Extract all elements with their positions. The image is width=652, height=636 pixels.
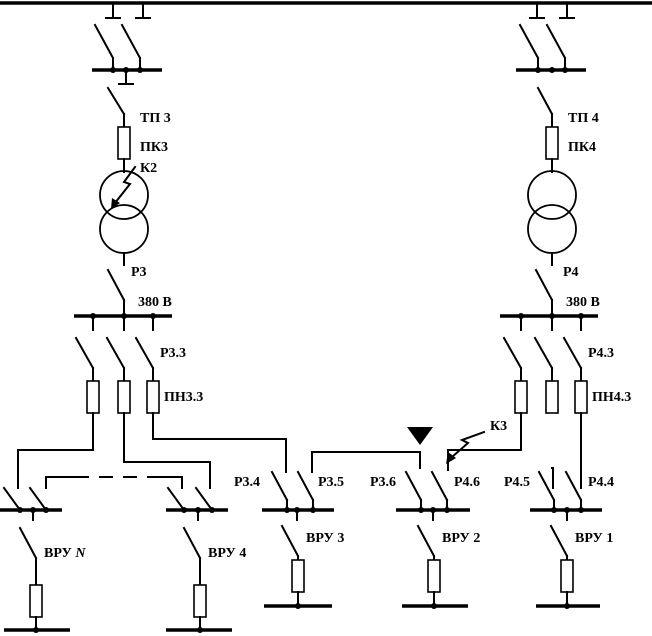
label-vru-n: ВРУ N [44, 546, 86, 561]
tp4-transformer-branch [527, 86, 577, 317]
label-p3-4: Р3.4 [234, 475, 260, 490]
label-380v-right: 380 В [566, 295, 600, 310]
tp4-hv-switchgear [516, 23, 586, 73]
label-vru-3: ВРУ 3 [306, 531, 344, 546]
right-380v-bus [500, 313, 598, 489]
label-vru-1: ВРУ 1 [575, 531, 613, 546]
label-vru-2: ВРУ 2 [442, 531, 480, 546]
label-pn4-3: ПН4.3 [592, 390, 631, 405]
label-vru-4: ВРУ 4 [208, 546, 246, 561]
vru-3-unit [262, 470, 334, 609]
fault-k3-lightning-icon [450, 430, 486, 459]
vru-1-unit [530, 470, 602, 609]
label-380v-left: 380 В [138, 295, 172, 310]
label-p4-3: Р4.3 [588, 346, 614, 361]
label-p4-5: Р4.5 [504, 475, 530, 490]
label-tp4: ТП 4 [568, 111, 599, 126]
fault-k2-lightning-icon [113, 165, 137, 205]
label-p3-5: Р3.5 [318, 475, 344, 490]
label-p3-3: Р3.3 [160, 346, 186, 361]
label-k2: К2 [140, 161, 157, 176]
vru-4-unit [166, 486, 232, 633]
label-tp3: ТП 3 [140, 111, 171, 126]
tp3-hv-switchgear [92, 23, 162, 85]
label-pk4: ПК4 [568, 140, 596, 155]
hv-supply-line [0, 1, 652, 19]
label-pn3-3: ПН3.3 [164, 390, 203, 405]
left-380v-bus [74, 313, 172, 463]
distribution-cables [17, 430, 554, 489]
vru-2-unit [396, 470, 470, 609]
label-pk3: ПК3 [140, 140, 168, 155]
label-p4-4: Р4.4 [588, 475, 614, 490]
label-p3-6: Р3.6 [370, 475, 396, 490]
label-p4-6: Р4.6 [454, 475, 480, 490]
vru-n-unit [0, 486, 70, 633]
label-k3: К3 [490, 419, 507, 434]
marker-triangle-icon [407, 427, 433, 445]
label-p4: Р4 [563, 265, 579, 280]
tp3-transformer-branch [99, 86, 149, 317]
label-p3: Р3 [131, 265, 147, 280]
